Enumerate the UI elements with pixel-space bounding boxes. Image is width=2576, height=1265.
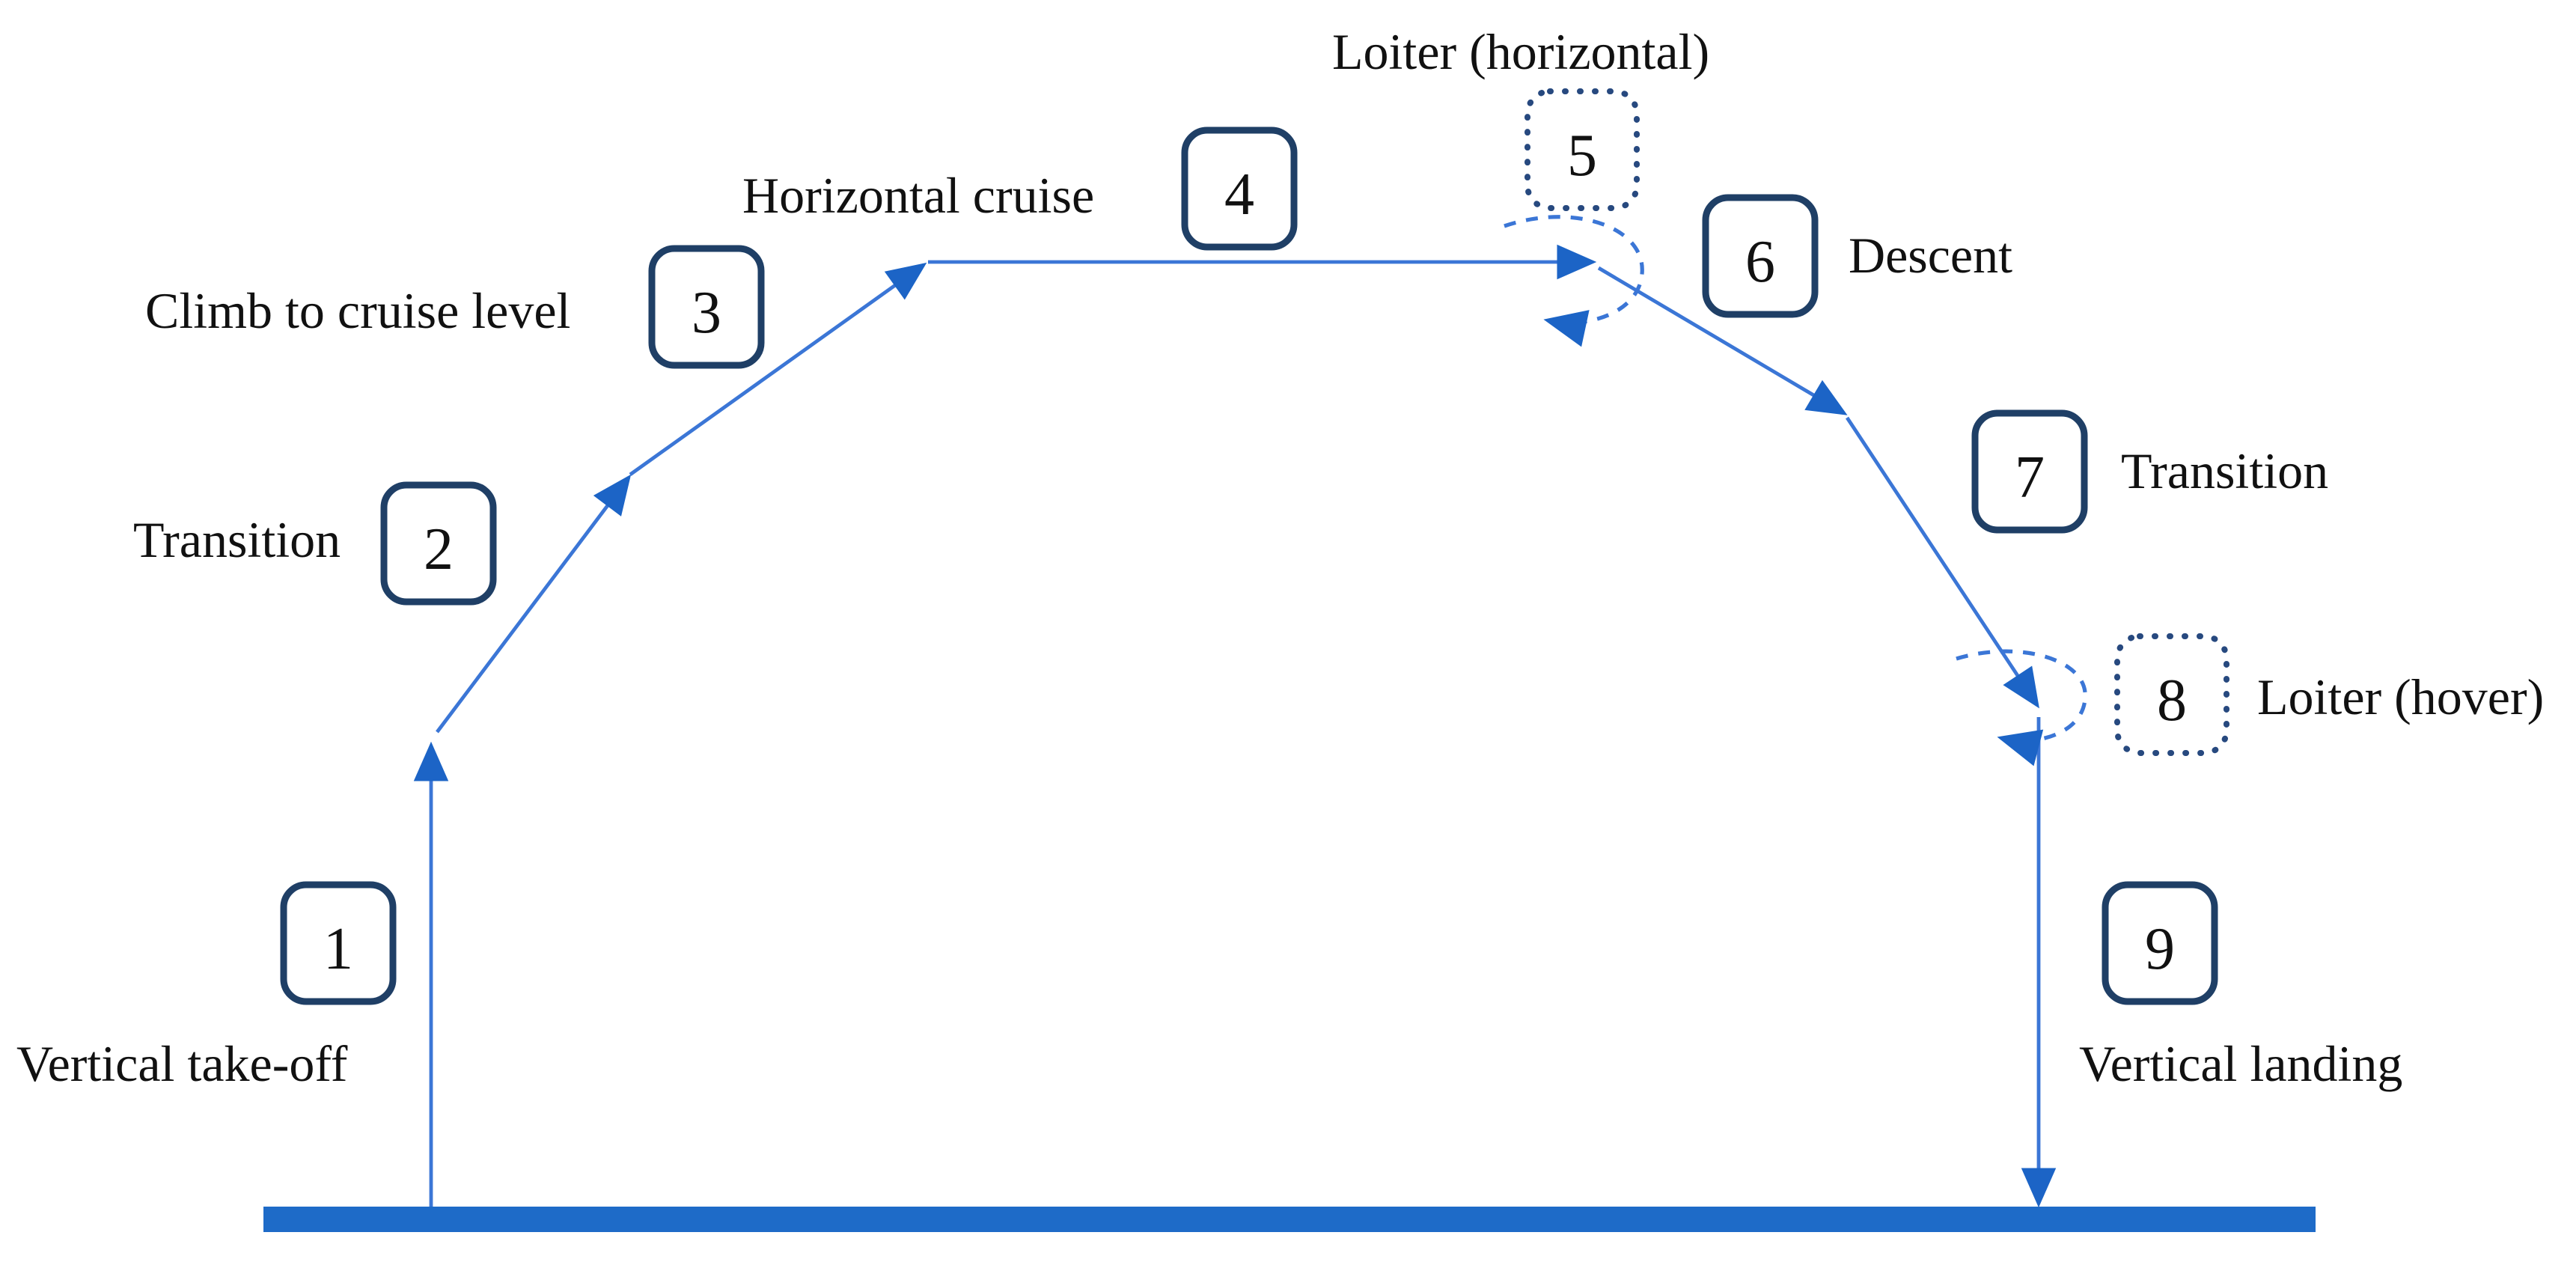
phase-2-number: 2 <box>424 516 454 582</box>
phase-2-label: Transition <box>133 511 341 568</box>
phase-9-label: Vertical landing <box>2079 1035 2402 1092</box>
phase-5-number: 5 <box>1567 123 1597 189</box>
phase-1-label: Vertical take-off <box>16 1035 348 1092</box>
phase-8-label: Loiter (hover) <box>2257 668 2544 725</box>
phase-7-box <box>1971 409 2088 534</box>
phase-1-box <box>280 881 397 1005</box>
phase-9-box <box>2102 881 2218 1005</box>
phase-6-box <box>1702 194 1819 318</box>
phase-5-box <box>1524 88 1640 211</box>
phase-6-label: Descent <box>1849 227 2012 284</box>
phase-3-label: Climb to cruise level <box>145 282 570 339</box>
ground-line <box>263 1207 2316 1232</box>
transition-descent-arrow <box>1845 416 2039 709</box>
transition-climb-arrow <box>436 474 632 734</box>
phase-8-box <box>2114 633 2229 756</box>
loiter-hover-loop <box>1956 649 2087 766</box>
climb-arrow <box>629 262 927 476</box>
phase-2-box <box>380 481 497 606</box>
descent-arrow <box>1597 266 1848 415</box>
phase-3-box <box>648 245 765 369</box>
phase-4-label: Horizontal cruise <box>742 167 1094 224</box>
loiter-horizontal-loop <box>1504 215 1644 347</box>
phase-4-number: 4 <box>1224 162 1254 228</box>
phase-7-number: 7 <box>2015 445 2045 510</box>
phase-9-number: 9 <box>2145 916 2175 982</box>
phase-7-label: Transition <box>2121 442 2328 499</box>
phase-5-label: Loiter (horizontal) <box>1332 23 1709 80</box>
phase-4-box <box>1181 127 1298 251</box>
phase-1-number: 1 <box>323 916 353 982</box>
phase-6-number: 6 <box>1745 229 1775 295</box>
phase-3-number: 3 <box>692 280 721 346</box>
phase-8-number: 8 <box>2157 668 2187 734</box>
